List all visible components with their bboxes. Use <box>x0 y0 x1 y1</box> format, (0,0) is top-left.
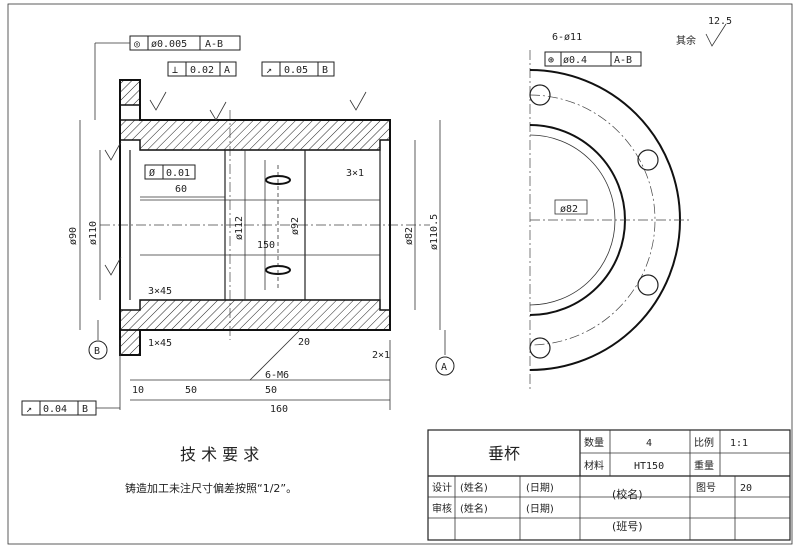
designer-date: (日期) <box>526 482 554 494</box>
top-frame-symbol: ◎ <box>134 39 140 50</box>
c1x45-note: 1×45 <box>148 338 172 349</box>
bottom-tolerance-frame: ↗ 0.04 B <box>21 400 120 416</box>
thread-note: 6-M6 <box>265 370 289 381</box>
global-roughness: 其余 12.5 <box>676 16 732 47</box>
roughness-mark <box>149 91 167 111</box>
bolt-hole <box>529 337 551 359</box>
dim-60: 60 <box>175 184 187 195</box>
inner-tolerance-frame: Ø 0.01 <box>144 164 196 180</box>
checker-label: 审核 <box>432 502 452 515</box>
roughness-mark <box>209 101 227 121</box>
lower-wall <box>119 299 391 331</box>
dim-150: 150 <box>257 240 275 251</box>
front-section-view: ø90 ø110 ø112 ø92 150 ø82 ø110.5 10 50 5… <box>21 35 455 416</box>
scale-label: 比例 <box>694 436 714 449</box>
c2x1-note: 2×1 <box>372 350 390 361</box>
side-frame-datum: A-B <box>614 55 632 66</box>
dim-dia-110: ø110 <box>88 221 99 245</box>
tech-req-note: 铸造加工未注尺寸偏差按照“1/2”。 <box>125 481 297 495</box>
side-tolerance-frame: ⊕ ø0.4 A-B <box>544 51 642 67</box>
side-view: ø82 6-ø11 ⊕ ø0.4 A-B 其余 12.5 <box>529 16 732 390</box>
material-label: 材料 <box>584 459 604 472</box>
flatness-frame: ⊥ 0.02 A <box>167 61 237 77</box>
part-name: 垂杯 <box>488 444 520 463</box>
designer-label: 设计 <box>432 481 452 494</box>
dim-160: 160 <box>270 404 288 415</box>
side-frame-symbol: ⊕ <box>548 55 554 66</box>
class-name: (班号) <box>612 520 643 533</box>
datum-a-marker: A <box>435 330 455 376</box>
roughness-mark <box>104 256 122 276</box>
school-name: (校名) <box>612 487 643 501</box>
weight-label: 重量 <box>694 459 714 472</box>
inner-frame-symbol: Ø <box>149 167 155 179</box>
qty-value: 4 <box>646 438 652 449</box>
drawing-no: 图号 <box>696 482 716 494</box>
inner-frame-value: 0.01 <box>166 168 190 179</box>
flatness-symbol: ⊥ <box>172 65 178 76</box>
dim-dia-bolt: ø110.5 <box>429 214 440 250</box>
material-value: HT150 <box>634 461 664 472</box>
tech-req-heading: 技 术 要 求 <box>180 445 259 464</box>
top-frame-value: ø0.005 <box>151 39 187 50</box>
datum-b-label: B <box>94 346 100 357</box>
datum-a-label: A <box>441 362 447 373</box>
dim-50b: 50 <box>265 385 277 396</box>
checker-date: (日期) <box>526 503 554 515</box>
bottom-frame-value: 0.04 <box>43 404 67 415</box>
side-dia-label: ø82 <box>560 204 578 215</box>
bolt-hole <box>529 84 551 106</box>
bolt-hole <box>637 274 659 296</box>
outer-profile <box>119 79 391 356</box>
runout-datum: B <box>322 65 328 76</box>
dim-50a: 50 <box>185 385 197 396</box>
roughness-mark <box>349 91 367 111</box>
runout-symbol: ↗ <box>266 65 272 76</box>
dim-dia-112: ø112 <box>234 216 245 240</box>
hole-note: 6-ø11 <box>552 32 582 43</box>
roughness-mark <box>104 141 122 161</box>
roughness-rest-label: 其余 <box>676 34 696 47</box>
dim-dia-92: ø92 <box>290 217 301 235</box>
dim-10: 10 <box>132 385 144 396</box>
c3x1-note: 3×1 <box>346 168 364 179</box>
flatness-datum: A <box>224 65 230 76</box>
dim-dia-82: ø82 <box>404 227 415 245</box>
datum-b-marker: B <box>88 320 108 360</box>
roughness-value: 12.5 <box>708 16 732 27</box>
top-tolerance-frame: ◎ ø0.005 A-B <box>94 35 241 120</box>
scale-value: 1:1 <box>730 438 748 449</box>
upper-wall <box>119 119 391 151</box>
checker-name: (姓名) <box>460 502 488 515</box>
tech-requirements: 技 术 要 求 铸造加工未注尺寸偏差按照“1/2”。 <box>125 445 297 495</box>
qty-label: 数量 <box>584 436 604 449</box>
side-frame-value: ø0.4 <box>563 55 587 66</box>
bolt-hole <box>637 149 659 171</box>
title-block: 垂杯 数量 4 比例 1:1 材料 HT150 重量 设计 (姓名) (日期) … <box>427 429 791 541</box>
top-frame-datum: A-B <box>205 39 223 50</box>
dim-20: 20 <box>298 337 310 348</box>
runout-frame: ↗ 0.05 B <box>261 61 335 77</box>
flange-bottom <box>119 329 141 356</box>
flange-top <box>119 79 141 106</box>
bottom-frame-datum: B <box>82 404 88 415</box>
sheet-border <box>7 3 793 545</box>
runout-value: 0.05 <box>284 65 308 76</box>
chamfer-note: 3×45 <box>148 286 172 297</box>
designer-name: (姓名) <box>460 481 488 494</box>
bottom-frame-symbol: ↗ <box>26 404 32 415</box>
flatness-value: 0.02 <box>190 65 214 76</box>
sheet-count: 20 <box>740 483 752 494</box>
dim-dia-90: ø90 <box>68 227 79 245</box>
